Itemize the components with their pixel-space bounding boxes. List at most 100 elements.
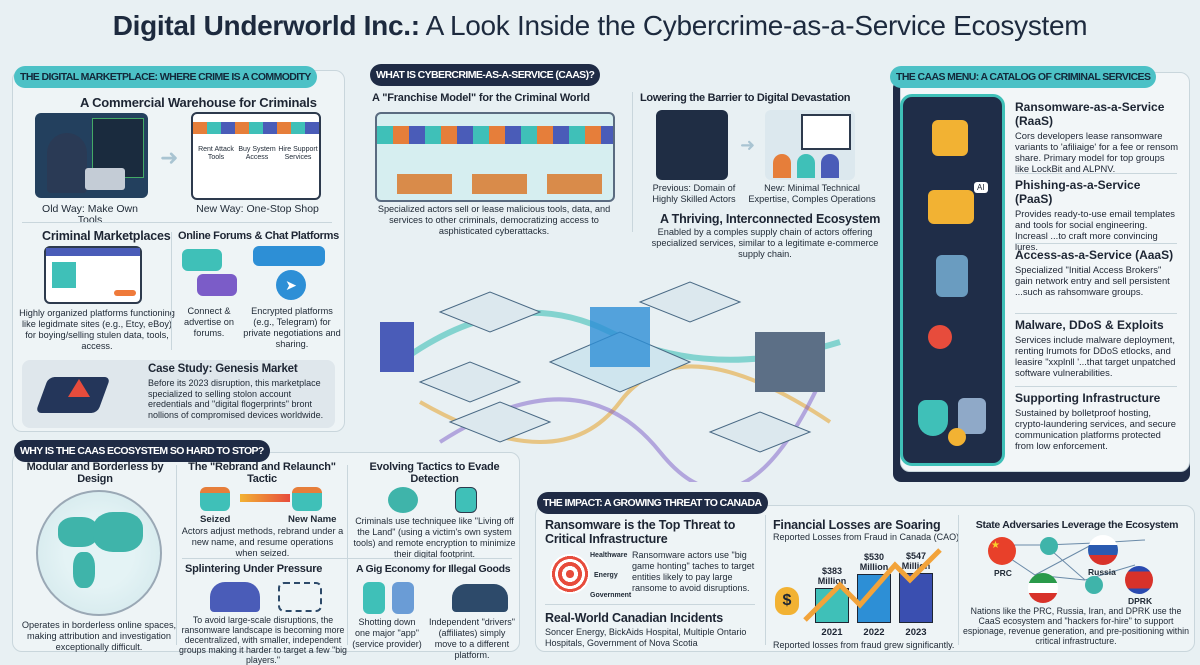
arrow-right-icon [240,494,290,502]
email-hook-ai-icon [928,190,974,224]
losses-title: Financial Losses are Soaring [773,518,941,532]
app-phone-icon [363,582,385,614]
russia-flag-icon [1088,535,1118,565]
hacker-node-icon [1085,576,1103,594]
nation-russia: Russia [1088,567,1116,577]
seized-label: Seized [200,514,231,525]
marketplace-website-icon [44,246,142,304]
bar-value-label: $547 Million [901,550,931,571]
online-shop-icon [191,112,321,200]
target-energy: Energy [594,572,618,579]
bar-category-label: 2023 [905,627,927,638]
new-name-label: New Name [288,514,337,525]
padlock-money-icon [932,120,968,156]
gig-title: A Gig Economy for Illegal Goods [356,563,511,575]
locked-file-icon [455,487,477,513]
splinter-text: To avoid large-scale disruptions, the ra… [179,615,347,665]
trend-arrow-icon [803,548,942,622]
shield-icon [918,400,948,436]
marketplace-header: THE DIGITAL MARKETPLACE: WHERE CRIME IS … [14,66,317,88]
shop-item-system-access: Buy System Access [238,146,276,161]
gig-text-1: Shotting down one major "app" (service p… [352,617,422,649]
menu-item-aaas: Access-as-a-Service (AaaS)Specialized "I… [1015,248,1174,297]
ecosystem-title: A Thriving, Interconnected Ecosystem [660,212,881,226]
menu-header: THE CAAS MENU: A CATALOG OF CRIMINAL SER… [890,66,1157,88]
gig-text-2: Independent "drivers" (affiliates) simpl… [429,617,515,660]
chat-bubble-icon [182,249,222,271]
shop-item-attack-tools: Rent Attack Tools [198,146,234,161]
ai-badge: AI [974,182,988,193]
arrow-right-icon: ➜ [160,145,179,170]
drivers-group-icon [452,584,508,612]
menu-item-paas: Phishing-as-a-Service (PaaS)Provides rea… [1015,178,1175,252]
storefront-icon [375,112,615,202]
app-phone-icon [392,582,414,614]
chat-bubble-icon [197,274,237,296]
forums-text-1: Connect & advertise on forums. [183,306,235,338]
markets-title: Criminal Marketplaces [42,229,171,243]
small-groups-icon [278,582,322,612]
hacker-laptop-icon [35,113,148,198]
splinter-title: Splintering Under Pressure [185,563,323,575]
message-banner-icon [253,246,325,266]
nation-prc: PRC [994,568,1012,578]
server-icon [958,398,986,434]
evolving-title: Evolving Tactics to Evade Detection [369,461,500,485]
new-store-icon [292,487,322,511]
chameleon-icon [388,487,418,513]
warehouse-title: A Commercial Warehouse for Criminals [80,95,317,110]
ecosystem-network-illustration [380,281,841,482]
franchise-text: Specialized actors sell or lease malicio… [377,204,611,236]
bitcoin-icon [948,428,966,446]
forums-title: Online Forums & Chat Platforms [178,230,339,242]
virus-network-icon [928,325,952,349]
hacker-node-icon [1040,537,1058,555]
large-group-icon [210,582,260,612]
bar-value-label: $383 Million [817,565,847,586]
target-government: Government [590,592,632,599]
incidents-title: Real-World Canadian Incidents [545,611,724,625]
case-study-title: Case Study: Genesis Market [148,363,298,375]
skilled-hacker-icon [656,110,728,180]
arrow-right-icon: ➜ [740,135,756,155]
presentation-users-icon [765,110,855,180]
evolving-text: Criminals use techniquee like "Living of… [353,516,516,559]
new-label: New: Minimal Technical Expertise, Comple… [748,183,876,204]
target-healthcare: Healthware [590,552,628,559]
modular-title: Modular and Borderless by Design [26,461,164,485]
key-tablet-icon [936,255,968,297]
seized-store-icon [200,487,230,511]
money-bag-icon: $ [775,587,799,615]
rebrand-text: Actors adjust methods, rebrand under a n… [181,526,344,558]
caas-header: WHAT IS CYBERCRIME-AS-A-SERVICE (CAAS)? [370,64,601,86]
shop-item-support: Hire Support Services [278,146,318,161]
iran-flag-icon [1028,573,1058,603]
new-way-label: New Way: One-Stop Shop [196,203,319,215]
old-way-label: Old Way: Make Own Tools [42,203,138,226]
losses-caption: Reported losses from fraud grew signific… [773,640,955,650]
north-korea-flag-icon [1125,566,1153,594]
impact-panel [535,505,1195,652]
losses-bar-chart: $383 Million 2021 $530 Million 2022 $547 Mil… [815,545,945,638]
telegram-icon: ➤ [276,270,306,300]
franchise-title: A "Franchise Model" for the Criminal Wor… [372,92,590,104]
state-text: Nations like the PRC, Russia, Iran, and … [963,606,1189,646]
bar-category-label: 2021 [821,627,843,638]
impact-header: THE IMPACT: A GROWING THREAT TO CANADA [537,492,768,514]
page-title: Digital Underworld Inc.: A Look Inside t… [112,10,1088,41]
nation-dprk: DPRK [1128,596,1153,606]
markets-text: Highly organized platforms functioning l… [19,308,175,351]
forums-text-2: Encrypted platforms (e.g., Telegram) for… [243,306,341,349]
state-title: State Adversaries Leverage the Ecosystem [975,519,1179,531]
why-header: WHY IS THE CAAS ECOSYSTEM SO HARD TO STO… [14,440,270,462]
barrier-title: Lowering the Barrier to Digital Devastat… [640,92,851,104]
globe-network-icon [36,490,162,616]
bar-category-label: 2022 [863,627,885,638]
ecosystem-text: Enabled by a comples supply chain of act… [651,227,879,259]
target-icon [550,554,590,594]
case-study-text: Before its 2023 disruption, this marketp… [148,378,324,420]
losses-subtitle: Reported Losses from Fraud in Canada (CA… [773,532,960,542]
bar-value-label: $530 Million [859,552,889,573]
